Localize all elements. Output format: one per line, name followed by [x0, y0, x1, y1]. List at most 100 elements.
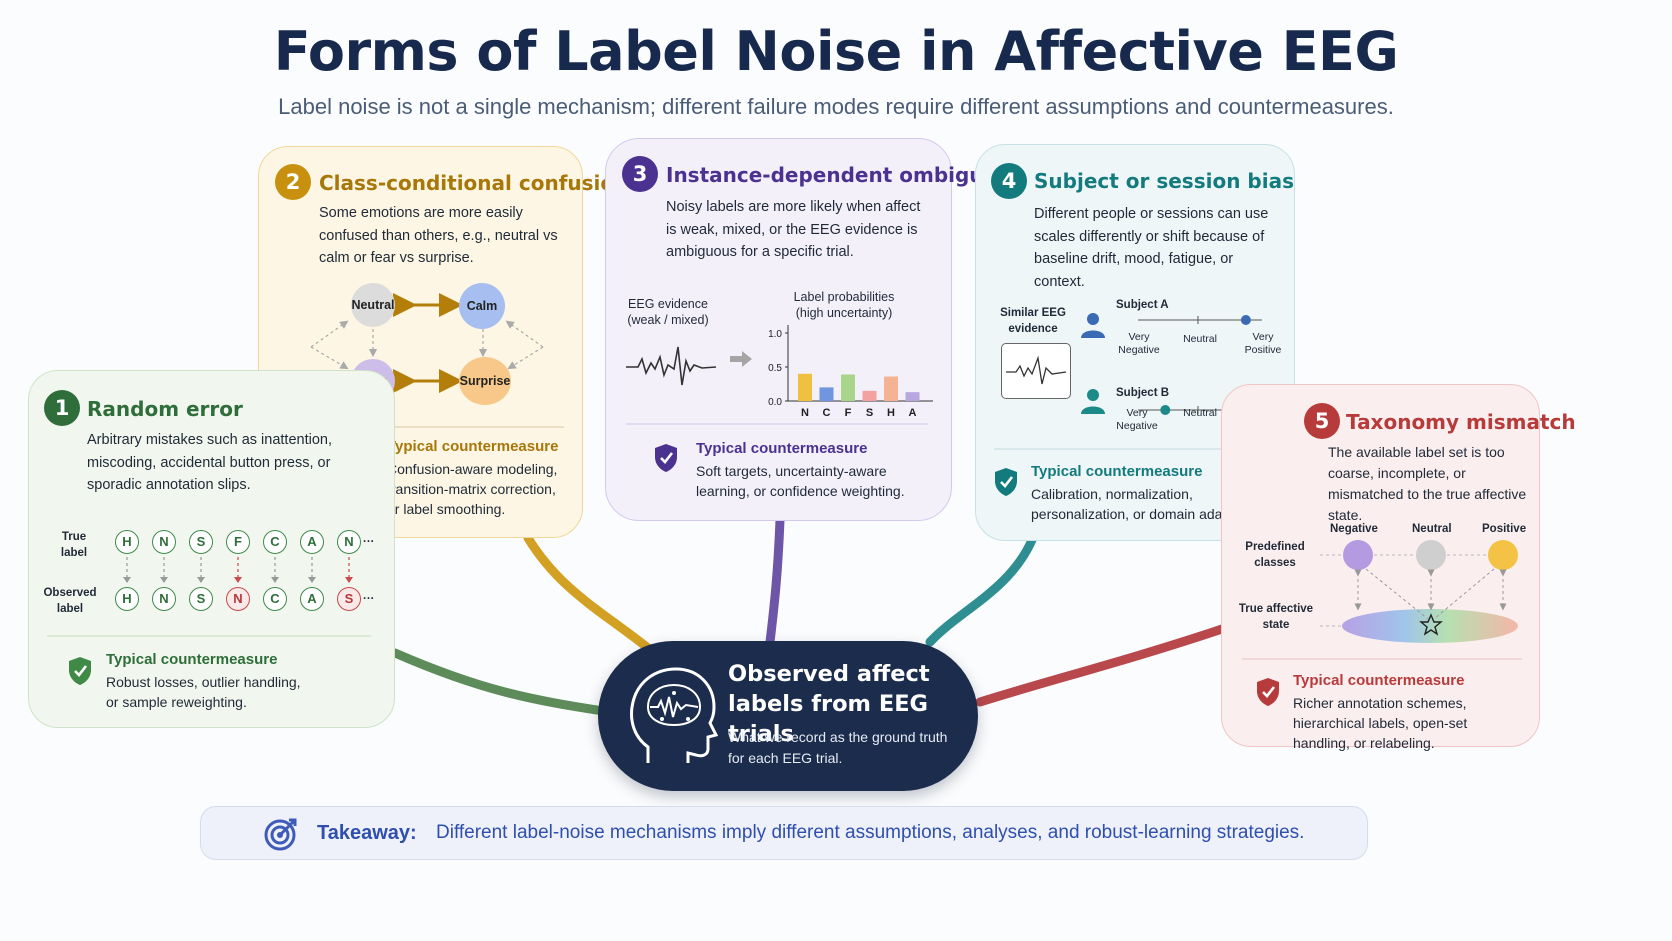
countermeasure-title: Typical countermeasure — [387, 438, 559, 455]
y-tick-label: 0.0 — [768, 397, 782, 408]
subject-a-label: Subject A — [1116, 299, 1169, 311]
node-surprise: Surprise — [459, 357, 511, 405]
col-neutral: Neutral — [1412, 523, 1452, 535]
shield-check-icon — [1257, 678, 1279, 706]
x-tick-label: N — [801, 407, 809, 417]
ellipsis: ··· — [363, 536, 375, 548]
countermeasure-body: Soft targets, uncertainty-aware learning… — [696, 463, 905, 499]
x-tick-label: H — [887, 407, 895, 417]
x-tick-label: F — [845, 407, 852, 417]
card-number: 5 — [1304, 403, 1340, 439]
observed-label-circle: A — [300, 587, 324, 611]
true-label-row-title: True label — [60, 531, 88, 559]
observed-label-circle: S — [337, 587, 361, 611]
col-positive: Positive — [1482, 523, 1527, 535]
similar-eeg-label: Similar EEG evidence — [1000, 307, 1066, 335]
eeg-waveform — [626, 346, 717, 386]
label-arrows — [123, 557, 353, 583]
label-prob-title: Label probabilities(high uncertainty) — [793, 290, 895, 320]
node-neutral: Neutral — [351, 283, 395, 327]
countermeasure-body: Calibration, normalization, personalizat… — [1031, 486, 1269, 522]
countermeasure-body: Robust losses, outlier handling, or samp… — [106, 674, 301, 710]
brain-head-icon — [630, 667, 718, 763]
col-negative: Negative — [1330, 523, 1378, 535]
predefined-classes-label: Predefined classes — [1245, 541, 1305, 569]
rating-marker — [1160, 405, 1171, 415]
true-label-circle: C — [263, 530, 287, 554]
x-tick-label: S — [866, 407, 873, 417]
card-taxonomy-mismatch: 5 Taxonomy mismatch The available label … — [1221, 384, 1576, 751]
bar-F — [841, 374, 855, 401]
ellipsis: ··· — [363, 593, 375, 605]
y-tick-label: 0.5 — [768, 363, 782, 374]
card-description: Different people or sessions can use sca… — [1034, 206, 1269, 290]
countermeasure-title: Typical countermeasure — [696, 440, 868, 457]
observed-label-circle: S — [189, 587, 213, 611]
takeaway-banner: Takeaway: Different label-noise mechanis… — [200, 806, 1368, 860]
bar-A — [905, 392, 920, 401]
card-number: 2 — [275, 164, 311, 200]
page-subtitle: Label noise is not a single mechanism; d… — [278, 94, 1394, 119]
true-state-label: True affective state — [1238, 603, 1314, 631]
scale-very-negative: Very Negative — [1118, 331, 1160, 356]
hub-subtitle: What we record as the ground truth for e… — [728, 729, 948, 766]
card-title: Instance-dependent ombiguity — [666, 163, 1014, 187]
rating-scale-subject-a — [1138, 315, 1262, 325]
countermeasure-body: Confusion-aware modeling, transition-mat… — [387, 461, 558, 517]
observed-label-circle: H — [115, 587, 139, 611]
scale-very-positive: Very Positive — [1244, 331, 1282, 356]
countermeasure-title: Typical countermeasure — [1293, 672, 1465, 689]
card-description: Arbitrary mistakes such as inattention, … — [87, 432, 332, 493]
card-title: Subject or session bias — [1034, 169, 1294, 193]
target-icon — [264, 818, 297, 851]
card-title: Random error — [87, 397, 243, 421]
card-number: 1 — [44, 390, 80, 426]
true-label-circle: N — [152, 530, 176, 554]
scale-very-negative: Very Negative — [1116, 407, 1158, 432]
eeg-evidence-box — [1001, 343, 1071, 399]
bar-N — [798, 373, 812, 401]
shield-check-icon — [995, 468, 1017, 496]
x-tick-label: A — [909, 407, 917, 417]
observed-label-circle: N — [226, 587, 250, 611]
shield-check-icon — [655, 444, 677, 472]
scale-neutral: Neutral — [1183, 333, 1217, 345]
card-title: Class-conditional confusion — [319, 171, 629, 195]
takeaway-label: Takeaway: — [317, 822, 417, 844]
countermeasure-body: Richer annotation schemes, hierarchical … — [1293, 695, 1468, 751]
observed-label-circle: C — [263, 587, 287, 611]
person-icon — [1081, 389, 1105, 414]
true-label-circle: A — [300, 530, 324, 554]
true-label-circle: S — [189, 530, 213, 554]
true-label-circle: N — [337, 530, 361, 554]
observed-label-circle: N — [152, 587, 176, 611]
card-description: The available label set is too coarse, i… — [1328, 444, 1527, 523]
card-number: 3 — [622, 156, 658, 192]
bar-S — [862, 390, 877, 401]
node-calm: Calm — [459, 283, 505, 329]
rating-marker — [1240, 315, 1251, 325]
countermeasure-title: Typical countermeasure — [106, 651, 278, 668]
person-icon — [1081, 313, 1105, 338]
hub-title: Observed affect labels from EEG trials — [728, 661, 930, 747]
card-description: Noisy labels are more likely when affect… — [666, 199, 921, 260]
card-description: Some emotions are more easily confused t… — [319, 205, 558, 266]
card-number: 4 — [991, 163, 1027, 199]
bar-H — [884, 376, 898, 401]
eeg-evidence-label: EEG evidence(weak / mixed) — [627, 297, 709, 327]
true-label-circle: F — [226, 530, 250, 554]
card-random-error: 1 Random error Arbitrary mistakes such a… — [28, 370, 395, 728]
takeaway-text: Different label-noise mechanisms imply d… — [436, 822, 1305, 843]
scale-neutral: Neutral — [1183, 407, 1217, 419]
central-hub: Observed affect labels from EEG trials W… — [598, 641, 978, 791]
shield-check-icon — [69, 657, 91, 685]
countermeasure-title: Typical countermeasure — [1031, 463, 1203, 480]
y-tick-label: 1.0 — [768, 329, 782, 340]
taxonomy-diagram — [1242, 540, 1522, 660]
arrow-right-icon — [730, 351, 752, 367]
bar-C — [819, 387, 834, 401]
subject-b-label: Subject B — [1116, 387, 1170, 399]
card-title: Taxonomy mismatch — [1346, 410, 1576, 434]
card-instance-dependent: 3 Instance-dependent ombiguity Noisy lab… — [605, 138, 1013, 521]
